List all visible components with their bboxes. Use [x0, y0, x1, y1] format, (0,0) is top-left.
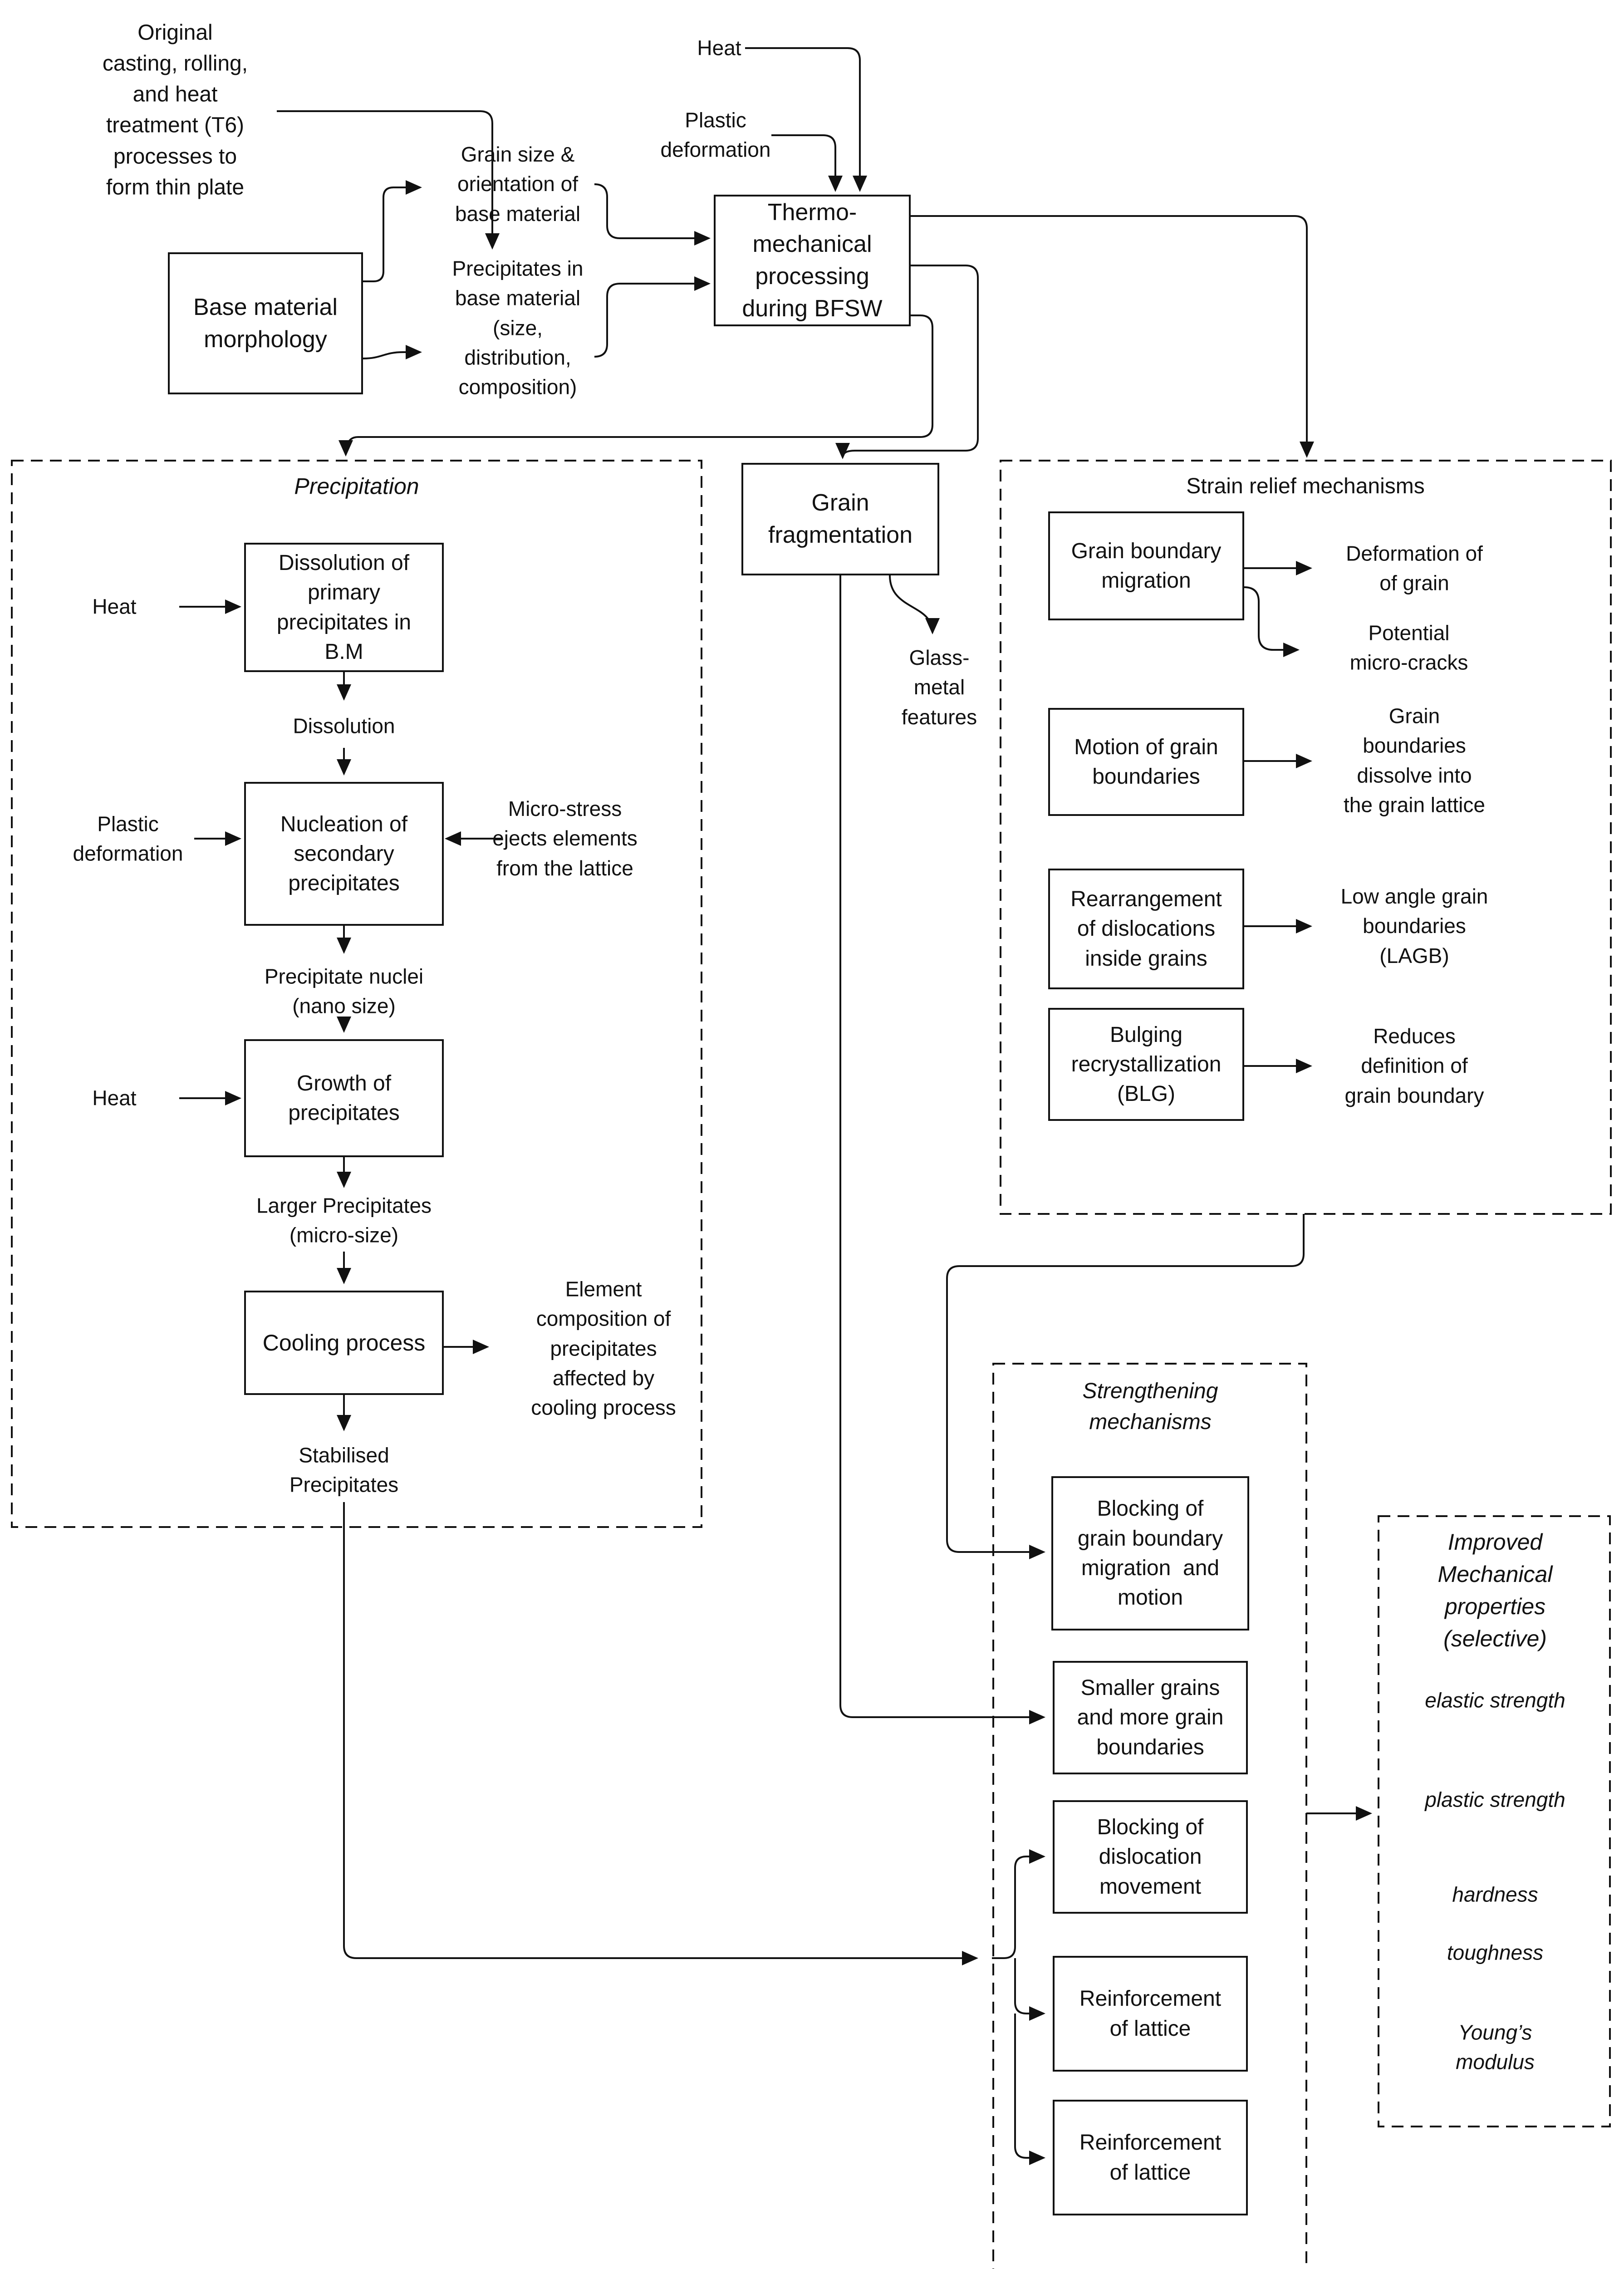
smaller-grains-box: Smaller grains and more grain boundaries [1053, 1661, 1248, 1774]
element-composition-label: Element composition of precipitates affe… [531, 1277, 676, 1419]
grain-fragmentation-box: Grain fragmentation [741, 463, 939, 575]
boundaries-dissolve-label: Grain boundaries dissolve into the grain… [1344, 704, 1485, 817]
youngs-modulus-label: Young’s modulus [1456, 2020, 1535, 2074]
arrow-fork-to-reinforcement2 [1014, 2014, 1045, 2165]
arrow-migration-to-microcracks [1244, 586, 1300, 657]
arrow-fork-to-reinforcement1 [1014, 1958, 1045, 2021]
lagb-label: Low angle grain boundaries (LAGB) [1340, 884, 1488, 968]
strain-relief-group-frame [1000, 460, 1612, 1215]
arrow-fragmentation-to-smallergrains [839, 575, 1045, 1724]
arrow-grainsize-to-thermo [594, 183, 711, 246]
arrow-thermo-to-precipitation [339, 314, 933, 457]
plastic-strength-label: plastic strength [1425, 1788, 1565, 1812]
arrow-precipitates-to-thermo [594, 276, 711, 358]
thermo-mechanical-box: Thermo- mechanical processing during BFS… [714, 195, 911, 326]
strengthening-group-title: Strengthening mechanisms [1082, 1379, 1218, 1434]
reinforcement-lattice-box-1: Reinforcement of lattice [1053, 1956, 1248, 2072]
reinforcement-lattice-box-2: Reinforcement of lattice [1053, 2100, 1248, 2215]
arrow-fragmentation-to-glass [889, 575, 940, 634]
larger-precipitates-label: Larger Precipitates (micro-size) [256, 1193, 432, 1247]
heat-growth-label: Heat [92, 1086, 137, 1110]
cooling-process-box: Cooling process [244, 1291, 444, 1395]
base-material-morphology-box: Base material morphology [168, 252, 363, 394]
strain-relief-group-title: Strain relief mechanisms [1186, 474, 1425, 498]
bulging-recrystallization-box: Bulging recrystallization (BLG) [1048, 1008, 1244, 1121]
line-stabilised-to-fork [343, 1502, 978, 1965]
hardness-label: hardness [1452, 1882, 1538, 1906]
arrow-thermo-to-strainrelief [911, 215, 1314, 458]
toughness-label: toughness [1447, 1940, 1544, 1965]
precipitation-group-title: Precipitation [294, 473, 419, 499]
dissolution-label: Dissolution [293, 714, 395, 738]
arrow-thermo-to-fragmentation [835, 265, 979, 459]
arrow-plastic-to-thermo [771, 134, 843, 192]
plastic-deformation-nucleation-label: Plastic deformation [73, 812, 183, 865]
improved-group-frame [1378, 1515, 1611, 2127]
blocking-dislocation-box: Blocking of dislocation movement [1053, 1800, 1248, 1914]
nucleation-box: Nucleation of secondary precipitates [244, 782, 444, 926]
heat-input-label: Heat [697, 36, 741, 60]
dissolution-box: Dissolution of primary precipitates in B… [244, 543, 444, 672]
deformation-of-grain-label: Deformation of of grain [1346, 541, 1483, 595]
blocking-grain-boundary-box: Blocking of grain boundary migration and… [1051, 1476, 1249, 1631]
micro-stress-label: Micro-stress ejects elements from the la… [492, 797, 638, 880]
original-casting-label: Original casting, rolling, and heat trea… [102, 20, 248, 200]
improved-properties-title: Improved Mechanical properties (selectiv… [1438, 1529, 1553, 1651]
precipitates-bm-label: Precipitates in base material (size, dis… [452, 256, 584, 399]
growth-box: Growth of precipitates [244, 1039, 444, 1157]
arrow-base-to-precipitates [363, 345, 422, 359]
grain-size-label: Grain size & orientation of base materia… [455, 142, 581, 226]
arrow-heat-to-thermo [745, 47, 867, 192]
rearrangement-dislocations-box: Rearrangement of dislocations inside gra… [1048, 869, 1244, 989]
grain-boundary-migration-box: Grain boundary migration [1048, 511, 1244, 620]
heat-dissolution-label: Heat [92, 594, 137, 619]
plastic-deformation-input-label: Plastic deformation [660, 108, 771, 162]
arrow-strainrelief-to-blocking-gb [946, 1214, 1305, 1559]
arrow-casting-to-base [277, 110, 500, 250]
elastic-strength-label: elastic strength [1425, 1688, 1565, 1712]
motion-of-grain-boundaries-box: Motion of grain boundaries [1048, 708, 1244, 816]
strengthening-group-frame [992, 1363, 1307, 2269]
reduces-definition-label: Reduces definition of grain boundary [1344, 1024, 1484, 1107]
glass-metal-features-label: Glass- metal features [901, 646, 977, 729]
arrow-fork-to-blocking-dislocation [992, 1849, 1045, 1959]
precipitation-group-frame [11, 460, 702, 1528]
precipitate-nuclei-label: Precipitate nuclei (nano size) [264, 964, 424, 1018]
potential-microcracks-label: Potential micro-cracks [1349, 621, 1468, 674]
stabilised-precipitates-label: Stabilised Precipitates [289, 1443, 399, 1497]
arrow-base-to-grainsize [363, 180, 422, 282]
